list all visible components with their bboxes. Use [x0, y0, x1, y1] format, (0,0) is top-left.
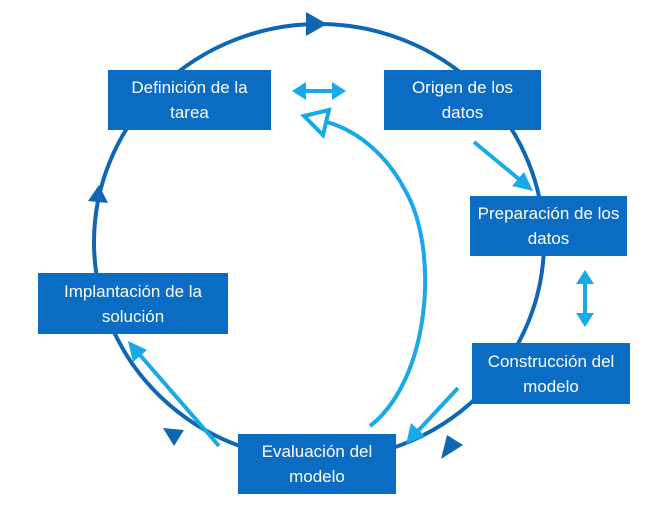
step-label: Origen de los datos: [411, 78, 514, 122]
step-construccion-modelo: Construcción del modelo: [472, 343, 630, 404]
double-arrow-preparacion-construccion: [576, 270, 594, 327]
step-label: Definición de la tarea: [131, 78, 248, 122]
cycle-arrowhead-top: [306, 12, 327, 36]
step-definicion-tarea: Definición de la tarea: [108, 70, 271, 130]
cycle-arrowhead-left: [88, 185, 108, 203]
step-evaluacion-modelo: Evaluación del modelo: [238, 434, 396, 494]
cycle-arrowhead-bottom-right: [441, 435, 463, 459]
step-label: Implantación de la solución: [64, 281, 202, 326]
step-origen-datos: Origen de los datos: [384, 70, 541, 130]
arrow-evaluacion-implantacion: [128, 341, 221, 448]
step-label: Evaluación del modelo: [261, 442, 373, 486]
feedback-arrow-evaluacion-definicion: [300, 107, 428, 428]
cycle-arrowhead-bottom-left: [163, 428, 184, 446]
step-label: Construcción del modelo: [487, 351, 615, 396]
step-implantacion-solucion: Implantación de la solución: [38, 273, 228, 334]
arrow-origen-preparacion: [472, 140, 533, 191]
step-preparacion-datos: Preparación de los datos: [470, 196, 627, 256]
step-label: Preparación de los datos: [477, 204, 620, 248]
double-arrow-definicion-origen: [292, 82, 346, 100]
arrow-construccion-evaluacion: [406, 386, 460, 444]
